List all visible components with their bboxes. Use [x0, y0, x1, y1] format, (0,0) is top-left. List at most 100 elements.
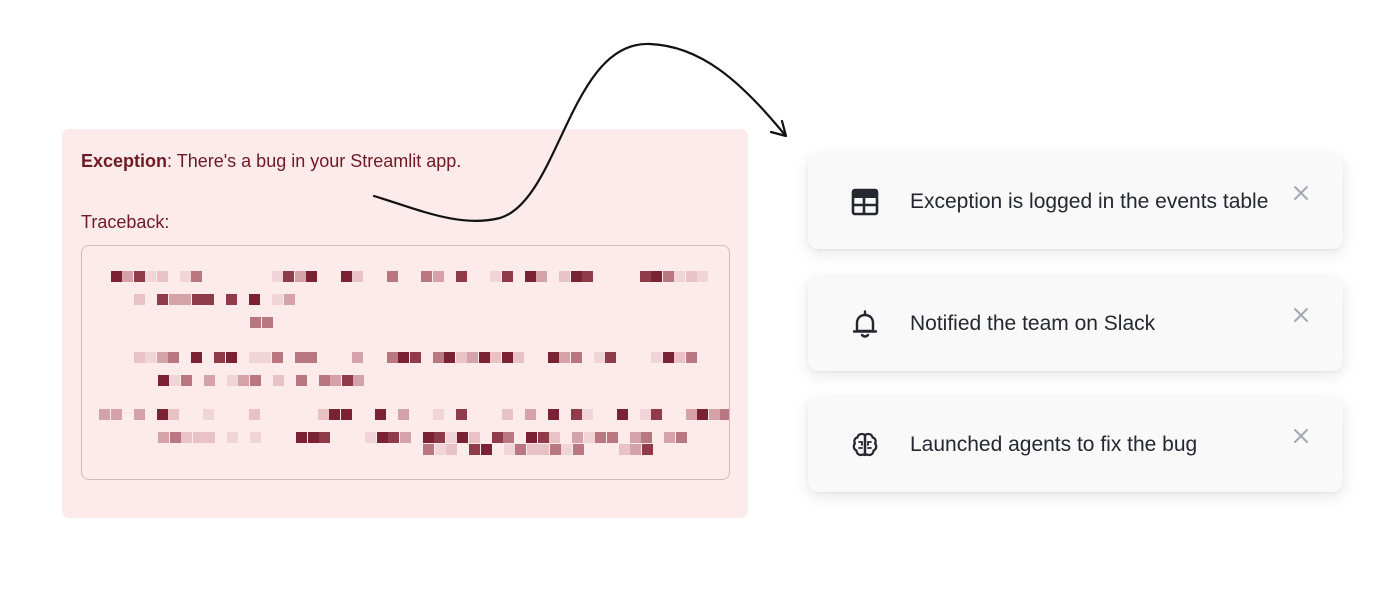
redacted-pixel: [617, 409, 628, 420]
redacted-pixel: [181, 375, 192, 386]
redacted-pixel: [181, 432, 192, 443]
redacted-pixel: [642, 444, 653, 455]
traceback-box: [81, 245, 730, 480]
redacted-pixel: [111, 409, 122, 420]
redacted-pixel: [663, 271, 674, 282]
redacted-pixel: [504, 444, 515, 455]
redacted-pixel: [573, 444, 584, 455]
redacted-pixel: [479, 352, 490, 363]
notification-text: Launched agents to fix the bug: [910, 433, 1198, 456]
redacted-pixel: [595, 432, 606, 443]
redacted-pixel: [145, 271, 156, 282]
notification-text: Notified the team on Slack: [910, 312, 1156, 335]
redacted-pixel: [456, 352, 467, 363]
notification-events-table: Exception is logged in the events table: [808, 155, 1343, 249]
redacted-pixel: [469, 432, 480, 443]
redacted-pixel: [272, 271, 283, 282]
redacted-pixel: [676, 432, 687, 443]
redacted-pixel: [169, 294, 180, 305]
redacted-pixel: [388, 432, 399, 443]
redacted-pixel: [249, 352, 260, 363]
redacted-pixel: [423, 432, 434, 443]
redacted-pixel: [548, 409, 559, 420]
redacted-pixel: [582, 409, 593, 420]
redacted-pixel: [433, 352, 444, 363]
redacted-pixel: [490, 271, 501, 282]
redacted-pixel: [353, 375, 364, 386]
redacted-pixel: [203, 294, 214, 305]
redacted-pixel: [169, 375, 180, 386]
redacted-pixel: [456, 409, 467, 420]
redacted-pixel: [192, 294, 203, 305]
redacted-pixel: [203, 409, 214, 420]
redacted-pixel: [421, 271, 432, 282]
redacted-pixel: [319, 432, 330, 443]
redacted-pixel: [284, 294, 295, 305]
traceback-label: Traceback:: [81, 212, 170, 232]
redacted-pixel: [262, 317, 273, 328]
redacted-pixel: [686, 352, 697, 363]
redacted-pixel: [295, 271, 306, 282]
redacted-pixel: [249, 409, 260, 420]
redacted-pixel: [492, 432, 503, 443]
redacted-pixel: [157, 294, 168, 305]
redacted-pixel: [630, 444, 641, 455]
redacted-pixel: [582, 271, 593, 282]
redacted-pixel: [250, 432, 261, 443]
redacted-pixel: [272, 352, 283, 363]
redacted-pixel: [410, 352, 421, 363]
redacted-pixel: [572, 432, 583, 443]
redacted-pixel: [134, 352, 145, 363]
bell-icon: [850, 309, 880, 339]
redacted-pixel: [525, 409, 536, 420]
redacted-pixel: [423, 444, 434, 455]
redacted-pixel: [250, 375, 261, 386]
redacted-pixel: [227, 375, 238, 386]
redacted-pixel: [352, 271, 363, 282]
redacted-pixel: [398, 352, 409, 363]
redacted-pixel: [341, 271, 352, 282]
redacted-pixel: [342, 375, 353, 386]
redacted-pixel: [387, 271, 398, 282]
redacted-pixel: [227, 432, 238, 443]
redacted-pixel: [697, 271, 708, 282]
redacted-pixel: [651, 409, 662, 420]
redacted-pixel: [249, 294, 260, 305]
redacted-pixel: [619, 444, 630, 455]
redacted-pixel: [571, 352, 582, 363]
redacted-pixel: [481, 444, 492, 455]
redacted-pixel: [191, 271, 202, 282]
redacted-pixel: [502, 271, 513, 282]
redacted-pixel: [571, 409, 582, 420]
redacted-pixel: [168, 409, 179, 420]
redacted-pixel: [526, 432, 537, 443]
close-icon[interactable]: [1293, 185, 1309, 201]
redacted-pixel: [319, 375, 330, 386]
redacted-pixel: [191, 352, 202, 363]
close-icon[interactable]: [1293, 428, 1309, 444]
redacted-pixel: [260, 352, 271, 363]
exception-text: : There's a bug in your Streamlit app.: [167, 151, 462, 171]
redacted-pixel: [99, 409, 110, 420]
redacted-pixel: [273, 375, 284, 386]
redacted-pixel: [295, 352, 306, 363]
redacted-pixel: [329, 409, 340, 420]
redacted-pixel: [527, 444, 538, 455]
redacted-pixel: [686, 409, 697, 420]
redacted-pixel: [283, 271, 294, 282]
redacted-pixel: [134, 294, 145, 305]
redacted-pixel: [490, 352, 501, 363]
redacted-pixel: [559, 352, 570, 363]
redacted-pixel: [306, 352, 317, 363]
redacted-pixel: [318, 409, 329, 420]
redacted-pixel: [502, 352, 513, 363]
close-icon[interactable]: [1293, 307, 1309, 323]
redacted-pixel: [674, 352, 685, 363]
redacted-pixel: [433, 271, 444, 282]
redacted-pixel: [238, 375, 249, 386]
redacted-pixel: [456, 271, 467, 282]
redacted-pixel: [226, 294, 237, 305]
redacted-pixel: [550, 444, 561, 455]
redacted-pixel: [548, 352, 559, 363]
redacted-pixel: [134, 271, 145, 282]
